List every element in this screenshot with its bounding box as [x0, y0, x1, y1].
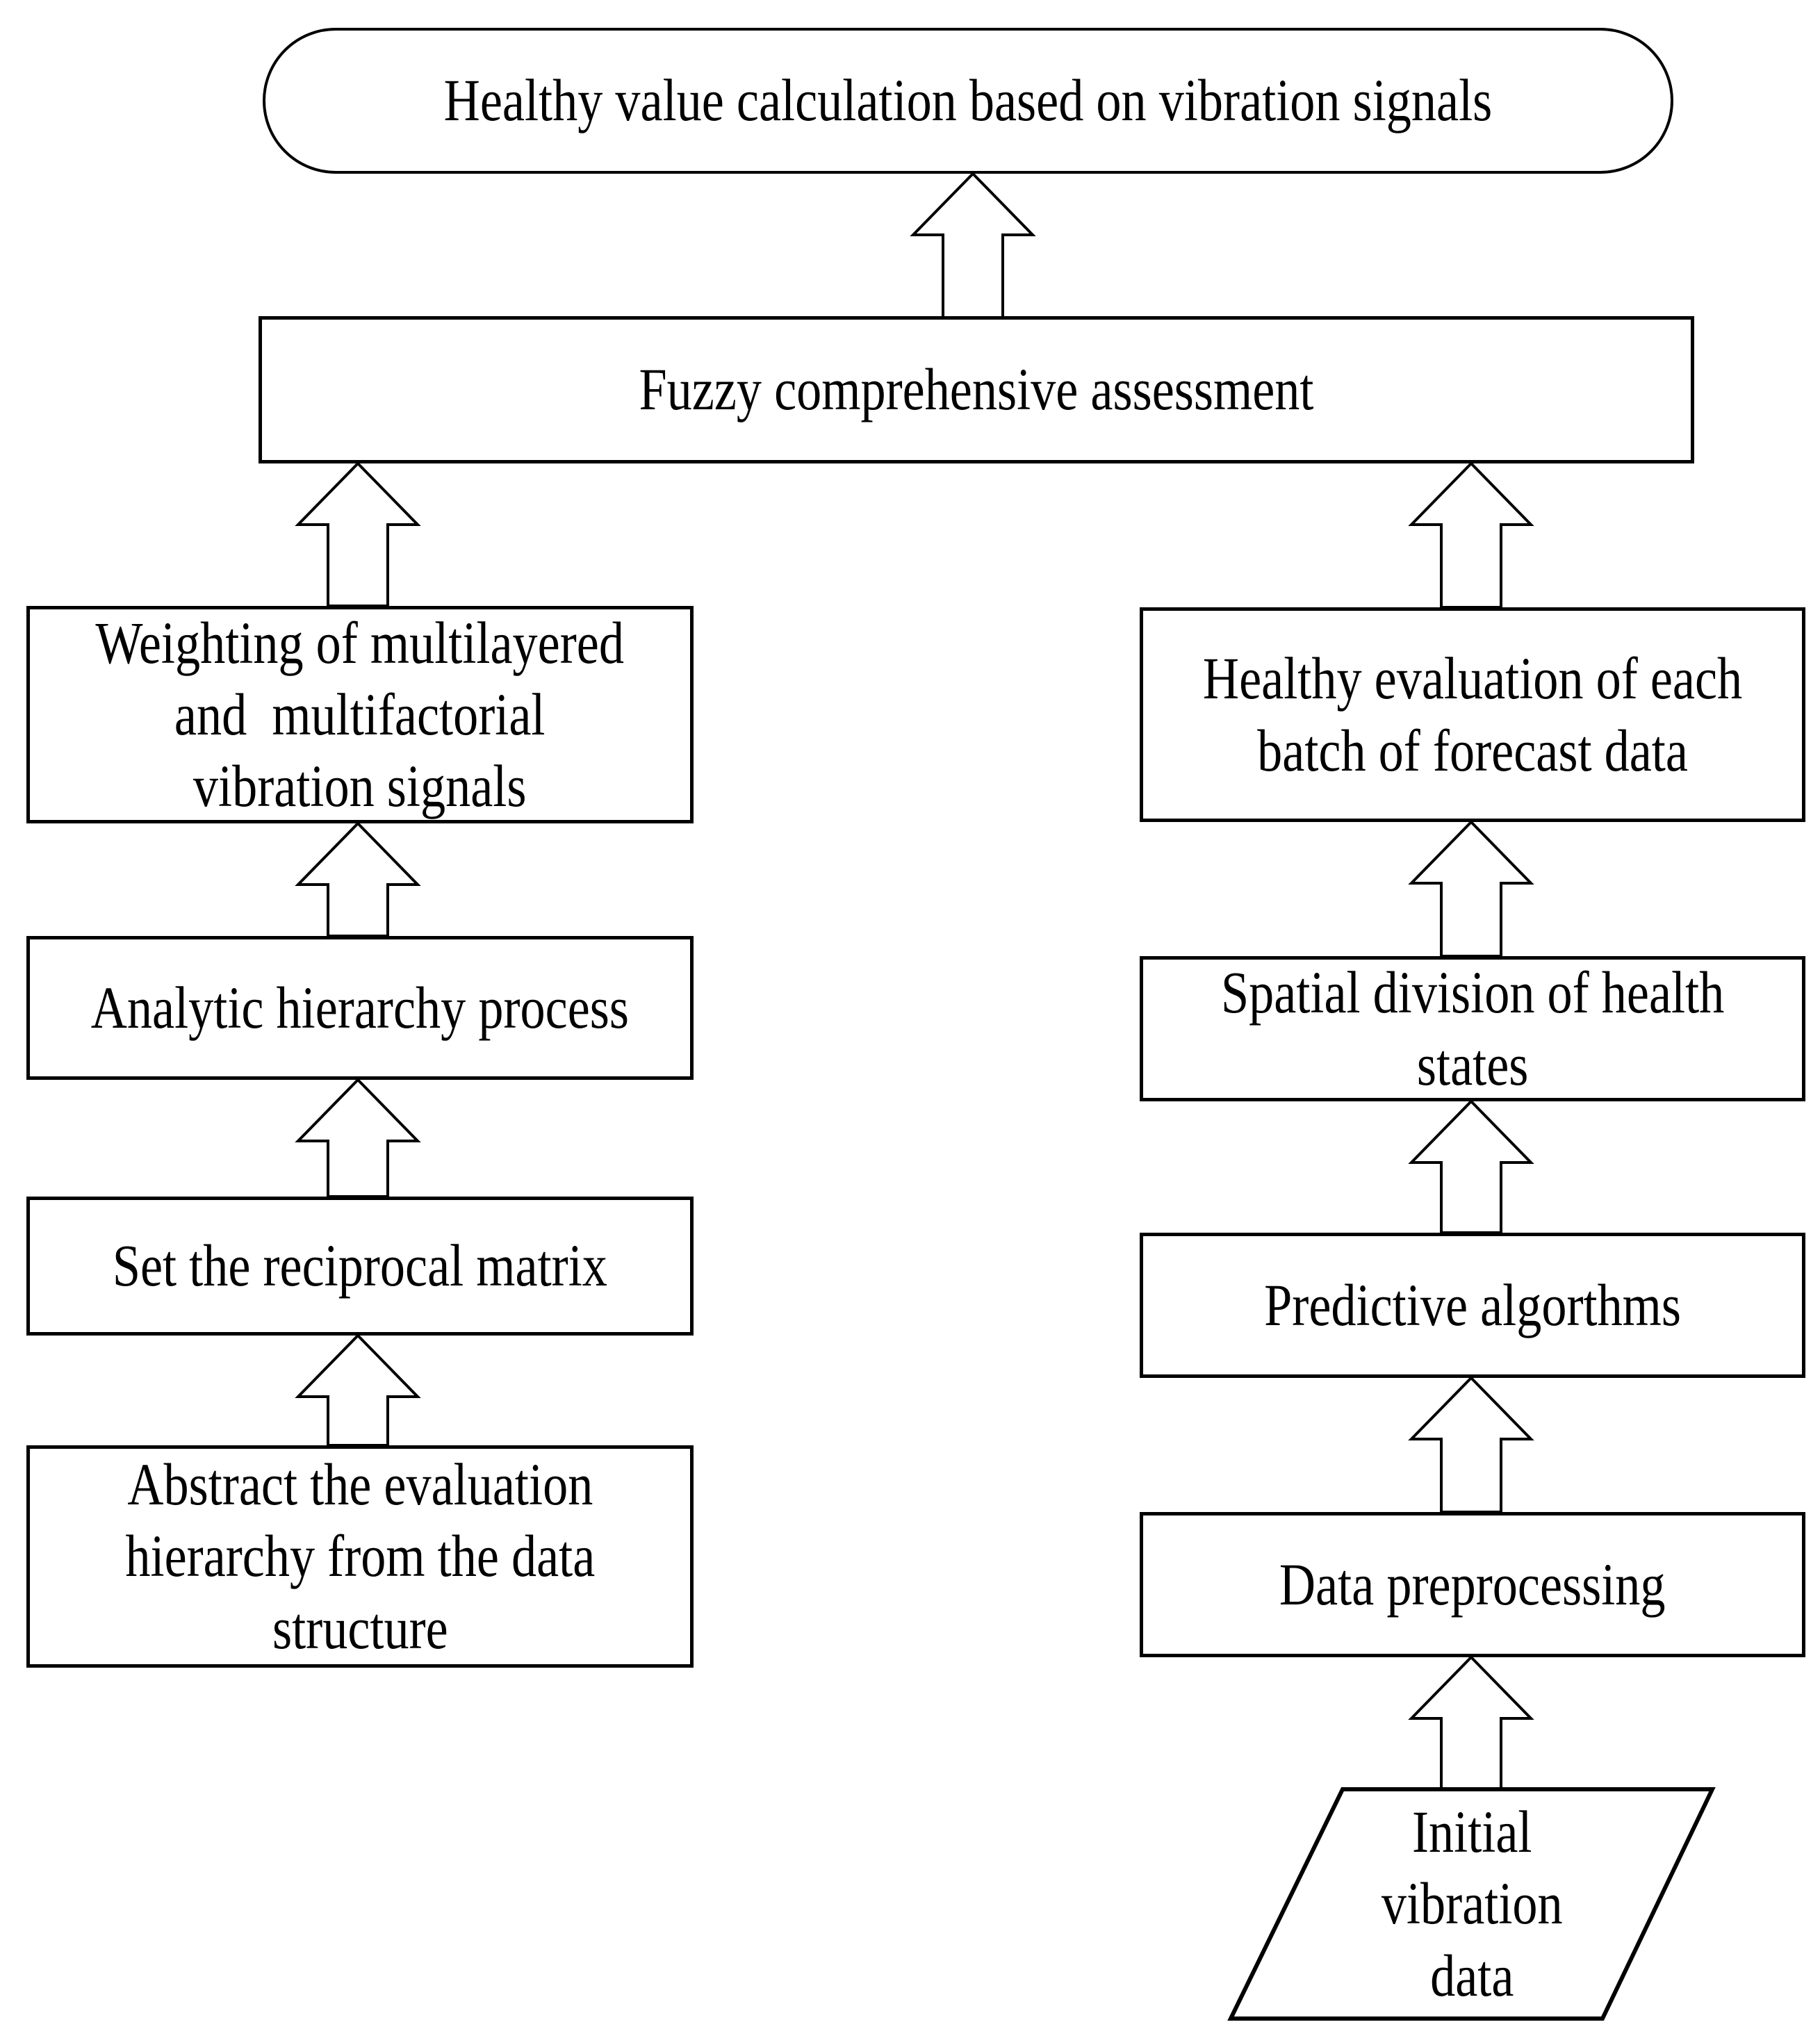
node-healthy-value-calculation: Healthy value calculation based on vibra…	[263, 28, 1673, 174]
node-analytic-hierarchy-process: Analytic hierarchy process	[26, 936, 694, 1080]
flow-up-arrow-icon	[1408, 1099, 1534, 1234]
node-spatial-division-health-states: Spatial division of health states	[1140, 956, 1805, 1101]
node-data-preprocessing: Data preprocessing	[1140, 1512, 1805, 1657]
node-predictive-algorithms: Predictive algorthms	[1140, 1233, 1805, 1378]
node-label: Abstract the evaluation hierarchy from t…	[125, 1451, 595, 1661]
node-initial-vibration-data: Initial vibration data	[1291, 1798, 1653, 2008]
flow-up-arrow-icon	[295, 461, 421, 607]
flow-up-arrow-icon	[1408, 1376, 1534, 1513]
flow-up-arrow-icon	[1408, 1655, 1534, 1793]
node-label: Initial vibration data	[1381, 1798, 1563, 2009]
flow-up-arrow-icon	[295, 821, 421, 937]
node-label: Predictive algorthms	[1264, 1271, 1681, 1338]
node-label: Weighting of multilayered and multifacto…	[95, 609, 625, 820]
flow-up-arrow-icon	[295, 1078, 421, 1198]
flow-up-arrow-icon	[1408, 461, 1534, 609]
flow-up-arrow-icon	[295, 1333, 421, 1447]
node-label: Spatial division of health states	[1220, 959, 1725, 1098]
initial-vibration-data-parallelogram	[1227, 1787, 1716, 2021]
node-label: Data preprocessing	[1279, 1550, 1666, 1618]
node-healthy-evaluation-forecast-data: Healthy evaluation of each batch of fore…	[1140, 607, 1805, 822]
node-weighting-vibration-signals: Weighting of multilayered and multifacto…	[26, 606, 694, 823]
node-label: Fuzzy comprehensive assessment	[639, 356, 1314, 423]
node-label: Healthy value calculation based on vibra…	[443, 67, 1493, 134]
node-abstract-evaluation-hierarchy: Abstract the evaluation hierarchy from t…	[26, 1445, 694, 1668]
node-label: Healthy evaluation of each batch of fore…	[1202, 645, 1743, 784]
flow-up-arrow-icon	[1408, 820, 1534, 958]
node-set-reciprocal-matrix: Set the reciprocal matrix	[26, 1197, 694, 1336]
node-label: Set the reciprocal matrix	[112, 1232, 608, 1299]
flow-up-arrow-icon	[910, 172, 1036, 319]
node-fuzzy-comprehensive-assessment: Fuzzy comprehensive assessment	[259, 316, 1694, 463]
node-label: Analytic hierarchy process	[90, 974, 630, 1041]
